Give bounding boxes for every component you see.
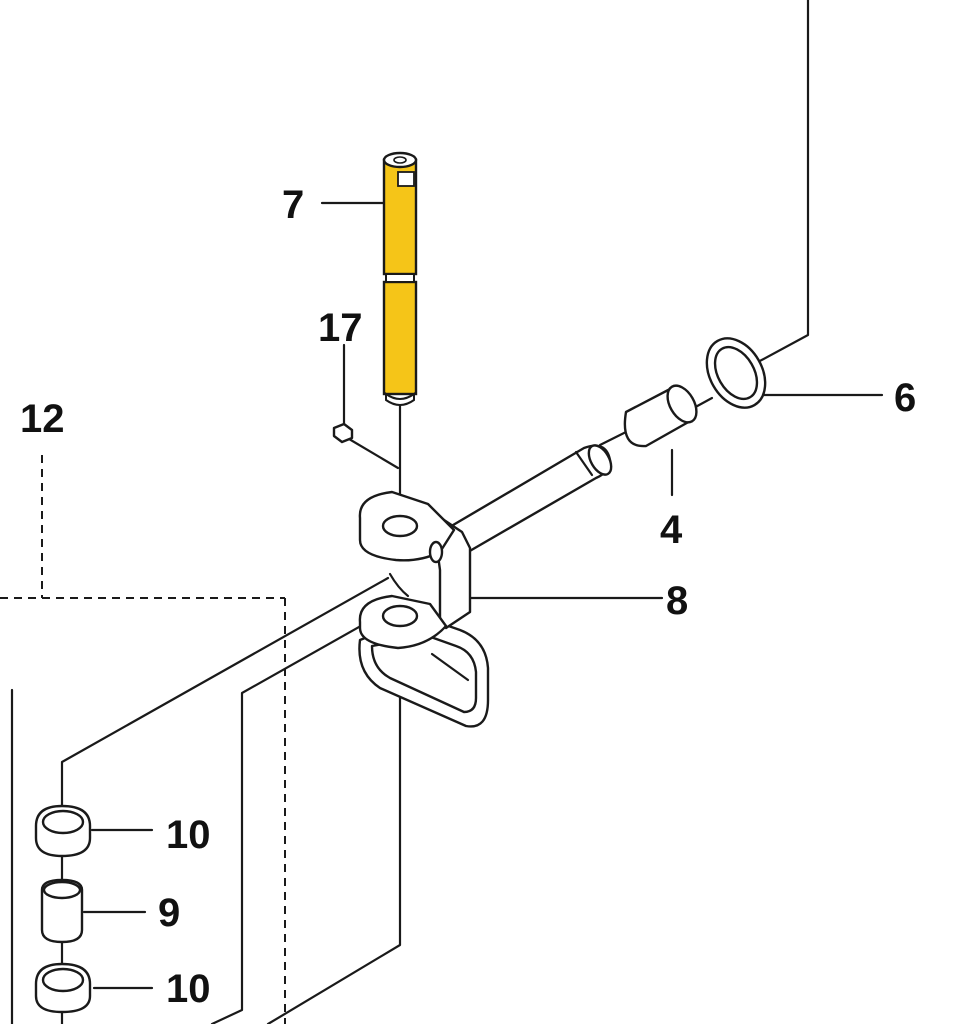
callout-6: 6 [894,376,916,420]
callout-17: 17 [318,306,363,350]
callout-10-top: 10 [166,813,211,857]
leader-lines [10,0,884,1024]
shaft-part [446,444,613,554]
callout-8: 8 [666,579,688,623]
bracket-part [358,490,490,728]
callout-12: 12 [20,397,65,441]
callout-10-bottom: 10 [166,967,211,1011]
spacer-top-part [34,804,92,858]
spacer-bottom-part [34,962,92,1014]
pin-part [382,151,418,406]
washer-part [705,337,767,409]
callout-7: 7 [282,183,304,227]
pin-lower [382,280,418,396]
screw-part [332,422,354,444]
bushing-part [623,384,698,448]
callout-4: 4 [660,508,683,552]
sleeve-part [40,878,84,944]
callout-9: 9 [158,891,180,935]
